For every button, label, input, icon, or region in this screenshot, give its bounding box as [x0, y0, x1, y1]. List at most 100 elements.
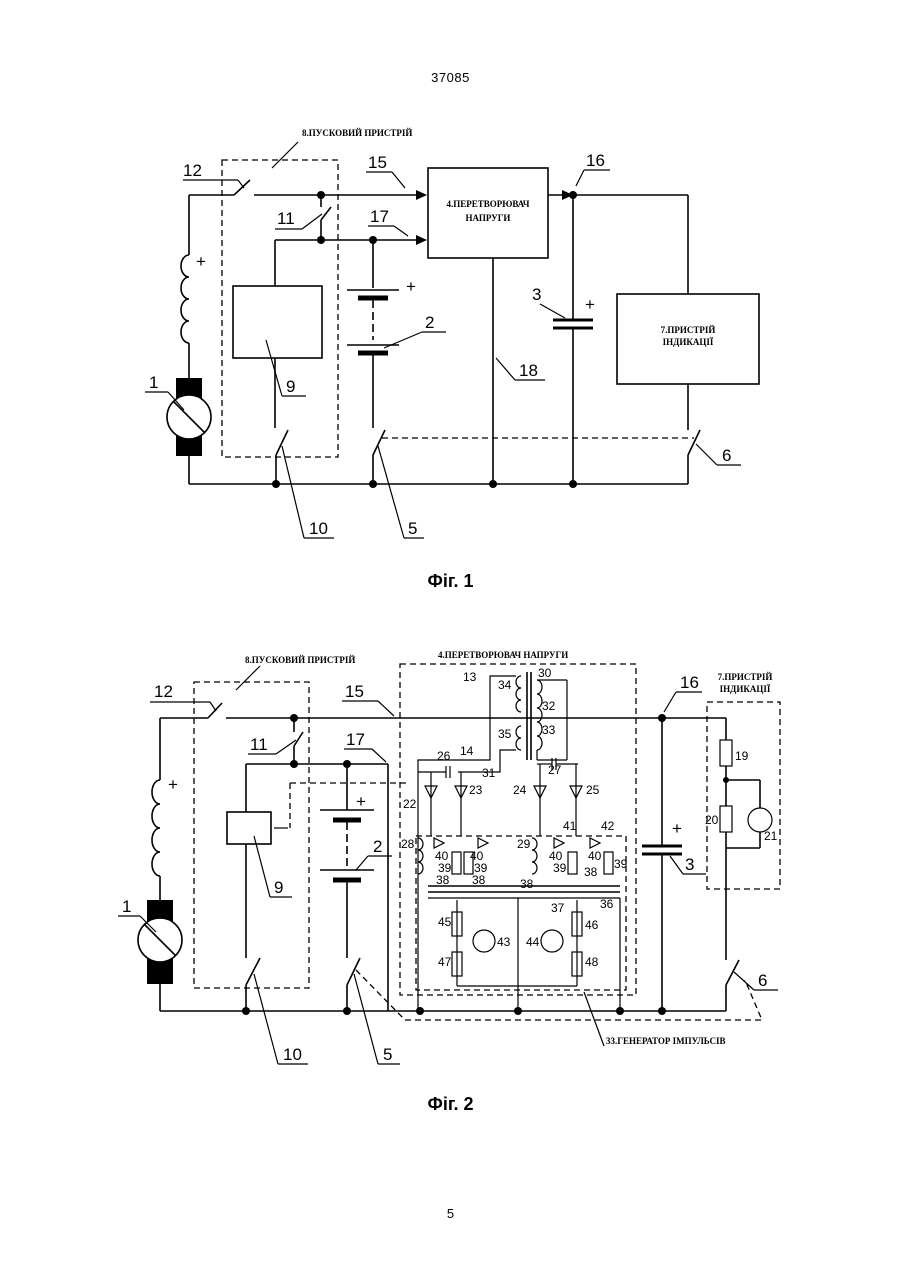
- ref-label: 16: [586, 151, 605, 170]
- ref-label: 2: [425, 313, 434, 332]
- ref-label: 20: [705, 813, 719, 827]
- ref-label: 32: [542, 699, 556, 713]
- switch-6: [688, 430, 700, 455]
- launcher-label: 8.ПУСКОВИЙ ПРИСТРІЙ: [245, 655, 355, 665]
- ref-label: 3: [532, 285, 541, 304]
- resistor-19: [720, 740, 732, 766]
- ref-label: 17: [346, 730, 365, 749]
- plus-sign: +: [356, 792, 366, 811]
- launcher-label: 8.ПУСКОВИЙ ПРИСТРІЙ: [302, 128, 412, 138]
- ref-label: 19: [735, 749, 749, 763]
- figure-1-caption: Фіг. 1: [0, 571, 901, 592]
- plus-sign: +: [168, 775, 178, 794]
- transistor-44: [541, 930, 563, 952]
- ref-label: 44: [526, 935, 540, 949]
- ref-label: 39: [614, 857, 628, 871]
- ref-label: 24: [513, 783, 527, 797]
- ref-label: 41: [563, 819, 577, 833]
- ref-label: 5: [383, 1045, 392, 1064]
- ref-label: 40: [588, 849, 602, 863]
- plus-sign: +: [196, 252, 206, 271]
- ref-label: 18: [519, 361, 538, 380]
- ref-label: 21: [764, 829, 778, 843]
- field-winding: [181, 255, 189, 343]
- indicator-label: 7.ПРИСТРІЙ: [661, 325, 716, 335]
- ref-label: 46: [585, 918, 599, 932]
- switch-12: [234, 180, 250, 195]
- ref-label: 33: [542, 723, 556, 737]
- relay-9: [227, 812, 271, 844]
- ref-label: 39: [553, 861, 567, 875]
- ref-label: 10: [283, 1045, 302, 1064]
- switch-11: [294, 732, 303, 746]
- ref-label: 47: [438, 955, 452, 969]
- page-number: 5: [0, 1206, 901, 1221]
- figure-1-schematic: 8.ПУСКОВИЙ ПРИСТРІЙ +: [145, 128, 759, 538]
- ref-label: 34: [498, 678, 512, 692]
- ref-label: 3: [685, 855, 694, 874]
- converter-label: НАПРУГИ: [466, 213, 511, 223]
- ref-label: 38: [520, 877, 534, 891]
- ref-label: 23: [469, 783, 483, 797]
- ref-label: 26: [437, 749, 451, 763]
- launcher-box: [194, 682, 309, 988]
- switch-11: [321, 207, 331, 220]
- ref-label: 48: [585, 955, 599, 969]
- ref-label: 25: [586, 783, 600, 797]
- field-winding: [152, 780, 160, 876]
- indicator-label: ІНДИКАЦІЇ: [663, 337, 714, 347]
- indicator-label: ІНДИКАЦІЇ: [720, 684, 771, 694]
- ref-label: 38: [472, 873, 486, 887]
- ref-label: 1: [149, 373, 158, 392]
- ref-label: 36: [600, 897, 614, 911]
- resistor-20: [720, 806, 732, 832]
- ref-label: 31: [482, 766, 496, 780]
- indicator-label: 7.ПРИСТРІЙ: [718, 672, 773, 682]
- ref-label: 37: [551, 901, 565, 915]
- ref-label: 29: [517, 837, 531, 851]
- ref-label: 28: [401, 837, 415, 851]
- ref-label: 10: [309, 519, 328, 538]
- figure-2-schematic: 8.ПУСКОВИЙ ПРИСТРІЙ 4.ПЕРЕТВОРЮВАЧ НАПРУ…: [118, 650, 780, 1064]
- ref-label: 45: [438, 915, 452, 929]
- ref-label: 11: [277, 209, 295, 228]
- ref-label: 15: [345, 682, 364, 701]
- transistor-43: [473, 930, 495, 952]
- ref-label: 38: [436, 873, 450, 887]
- ref-label: 6: [722, 446, 731, 465]
- switch-6: [726, 960, 739, 985]
- ref-label: 1: [122, 897, 131, 916]
- converter-label: 4.ПЕРЕТВОРЮВАЧ: [446, 199, 529, 209]
- ref-label: 12: [183, 161, 202, 180]
- converter-label: 4.ПЕРЕТВОРЮВАЧ НАПРУГИ: [438, 650, 568, 660]
- ref-label: 11: [250, 735, 268, 754]
- ref-label: 5: [408, 519, 417, 538]
- ref-label: 22: [403, 797, 417, 811]
- ref-label: 16: [680, 673, 699, 692]
- ref-label: 30: [538, 666, 552, 680]
- plus-sign: +: [406, 277, 416, 296]
- ref-label: 17: [370, 207, 389, 226]
- ref-label: 13: [463, 670, 477, 684]
- ref-label: 9: [286, 377, 295, 396]
- ref-label: 42: [601, 819, 615, 833]
- plus-sign: +: [585, 295, 595, 314]
- switch-10: [276, 430, 288, 455]
- ref-label: 2: [373, 837, 382, 856]
- indicator-box: [707, 702, 780, 889]
- plus-sign: +: [672, 819, 682, 838]
- generator-label: 33.ГЕНЕРАТОР ІМПУЛЬСІВ: [606, 1036, 726, 1046]
- ref-label: 38: [584, 865, 598, 879]
- switch-10: [246, 958, 260, 985]
- figure-2-caption: Фіг. 2: [0, 1094, 901, 1115]
- ref-label: 43: [497, 935, 511, 949]
- ref-label: 35: [498, 727, 512, 741]
- ref-label: 9: [274, 878, 283, 897]
- ref-label: 6: [758, 971, 767, 990]
- ref-label: 14: [460, 744, 474, 758]
- ref-label: 27: [548, 763, 562, 777]
- ref-label: 15: [368, 153, 387, 172]
- relay-9: [233, 286, 322, 358]
- ref-label: 12: [154, 682, 173, 701]
